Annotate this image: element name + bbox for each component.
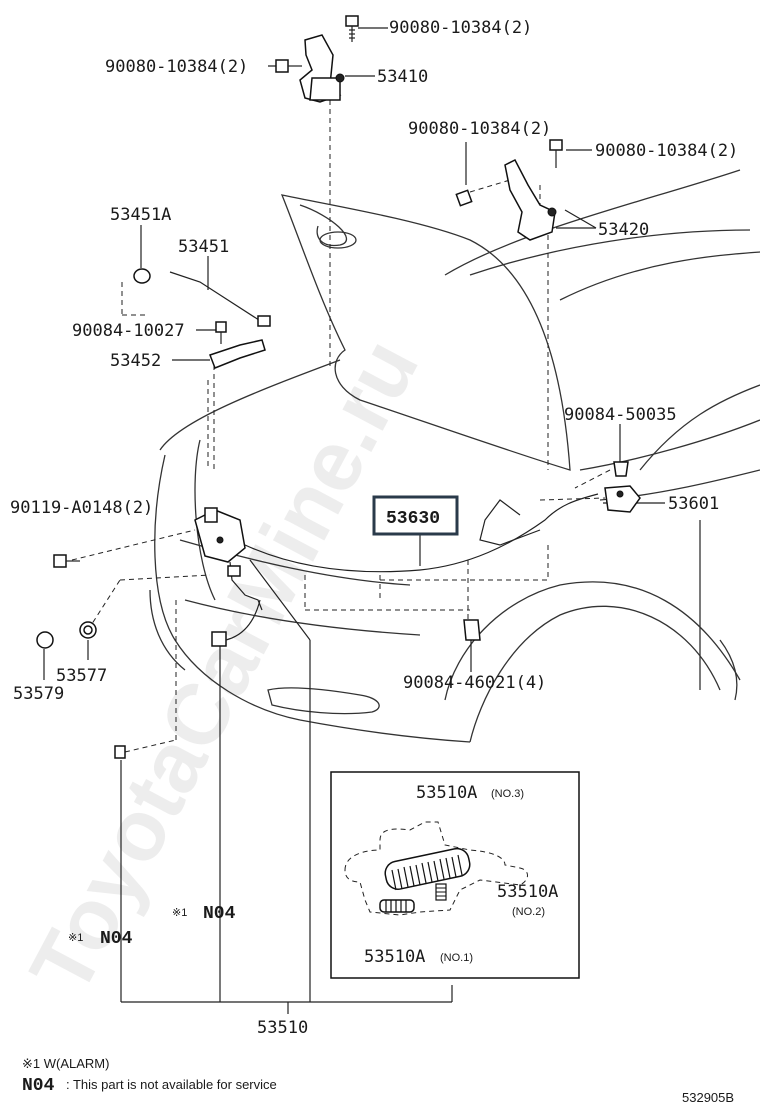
footnote-alarm: ※1 W(ALARM) bbox=[22, 1056, 109, 1071]
inset-box bbox=[330, 771, 580, 979]
label-53510A-no1-note: (NO.1) bbox=[440, 952, 473, 964]
label-53510A-no2-note: (NO.2) bbox=[512, 906, 545, 918]
label-90084-46021: 90084-46021(4) bbox=[403, 673, 546, 693]
highlight-box-53630 bbox=[372, 495, 459, 536]
label-53510A-no3-note: (NO.3) bbox=[491, 788, 524, 800]
grommet-53577 bbox=[79, 621, 97, 639]
label-53630: 53630 bbox=[386, 509, 440, 529]
label-53451A: 53451A bbox=[110, 205, 171, 225]
label-53510: 53510 bbox=[257, 1018, 308, 1038]
label-n04-right: N04 bbox=[203, 904, 236, 924]
hood-lock bbox=[194, 507, 263, 611]
diagram-code: 532905B bbox=[682, 1090, 734, 1105]
label-90080-10384-left: 90080-10384(2) bbox=[105, 57, 248, 77]
label-53510A-no1: 53510A bbox=[364, 947, 425, 967]
tube-53510A-no2 bbox=[435, 883, 447, 901]
label-53410: 53410 bbox=[377, 67, 428, 87]
clip-90084-50035 bbox=[613, 461, 629, 477]
label-n04-mark-left: ※1 bbox=[68, 932, 83, 944]
support-rod-53451 bbox=[169, 271, 271, 327]
bolt-90084-10027 bbox=[215, 321, 227, 344]
cushion-53451A bbox=[133, 268, 151, 284]
label-53451: 53451 bbox=[178, 237, 229, 257]
hood-hinge-53420 bbox=[504, 158, 557, 241]
label-53601: 53601 bbox=[668, 494, 719, 514]
footnote-n04-code: N04 bbox=[22, 1076, 55, 1096]
label-90084-50035: 90084-50035 bbox=[564, 405, 677, 425]
label-53510A-no3: 53510A bbox=[416, 783, 477, 803]
label-53579: 53579 bbox=[13, 684, 64, 704]
release-lever-53601 bbox=[604, 485, 641, 513]
callout-lines bbox=[43, 27, 665, 1014]
tube-53510A-no1 bbox=[379, 899, 415, 913]
bolt-90119-A0148 bbox=[53, 554, 80, 568]
label-53510A-no2: 53510A bbox=[497, 882, 558, 902]
clip-90084-46021 bbox=[463, 619, 481, 641]
holder-53452 bbox=[209, 339, 266, 369]
label-n04-left: N04 bbox=[100, 929, 133, 949]
plug-53579 bbox=[36, 631, 54, 649]
bolt-90080-mid bbox=[455, 189, 473, 207]
harness-connector bbox=[211, 599, 261, 647]
bolt-90080-left bbox=[275, 59, 302, 73]
bolt-90080-right bbox=[549, 139, 563, 168]
label-90084-10027: 90084-10027 bbox=[72, 321, 185, 341]
release-cable-53630 bbox=[244, 493, 599, 573]
part-labels: 90080-10384(2) 90080-10384(2) 53410 9008… bbox=[10, 18, 738, 1038]
label-90080-10384-top: 90080-10384(2) bbox=[389, 18, 532, 38]
label-53420: 53420 bbox=[598, 220, 649, 240]
label-90119-A0148: 90119-A0148(2) bbox=[10, 498, 153, 518]
label-53577: 53577 bbox=[56, 666, 107, 686]
bolt-90080-top bbox=[345, 15, 359, 42]
tube-53510A-no3 bbox=[384, 847, 471, 891]
footnote-n04-text: : This part is not available for service bbox=[66, 1077, 277, 1092]
bolt-bottom-left bbox=[114, 745, 126, 759]
label-90080-10384-right: 90080-10384(2) bbox=[595, 141, 738, 161]
label-53452: 53452 bbox=[110, 351, 161, 371]
footnotes: ※1 W(ALARM) N04 : This part is not avail… bbox=[22, 1056, 734, 1105]
hood-hinge-53410 bbox=[299, 34, 345, 103]
label-90080-10384-mid: 90080-10384(2) bbox=[408, 119, 551, 139]
label-n04-mark-right: ※1 bbox=[172, 907, 187, 919]
